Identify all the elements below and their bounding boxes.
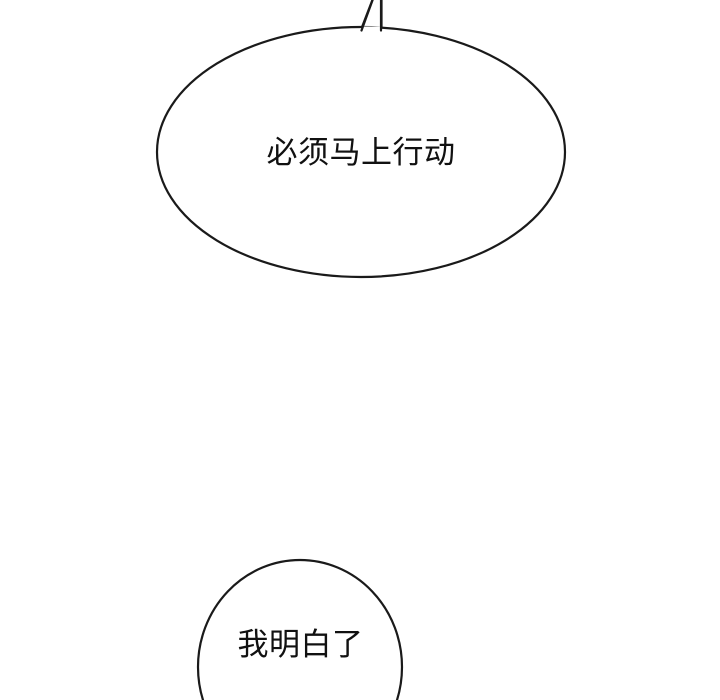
speech-bubble-1-tail-join-mask <box>363 26 380 37</box>
speech-bubble-1-body <box>155 25 567 279</box>
speech-bubble-1-text: 必须马上行动 <box>266 135 456 171</box>
speech-bubble-2-text: 我明白了 <box>237 627 364 663</box>
speech-bubble-1 <box>155 0 567 279</box>
speech-bubble-2 <box>196 558 404 700</box>
speech-bubble-1-tail-left-edge <box>360 0 374 32</box>
speech-bubble-2-body <box>196 558 404 700</box>
